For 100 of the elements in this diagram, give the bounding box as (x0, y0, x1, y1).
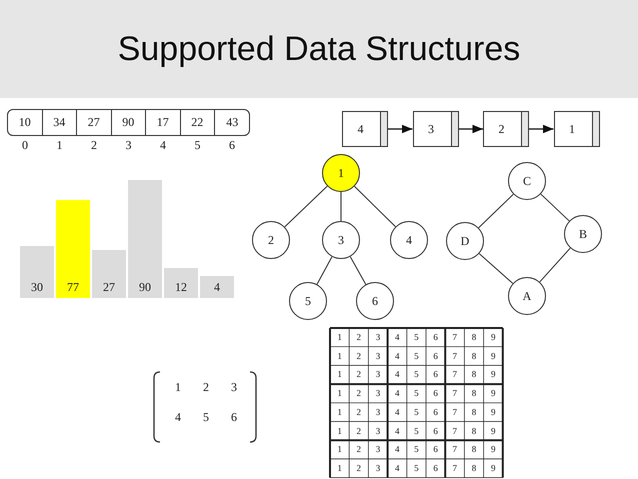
grid-number: 1 (336, 406, 343, 418)
grid-number: 2 (356, 406, 362, 418)
graph-node: D (446, 222, 484, 260)
bar: 4 (200, 276, 234, 298)
grid-number: 4 (394, 387, 400, 400)
linked-list-node: 1 (554, 111, 600, 147)
grid-number: 6 (432, 462, 439, 474)
grid-number: 3 (374, 331, 382, 343)
grid-number: 2 (356, 387, 362, 400)
connector-line (340, 192, 342, 222)
grid-number: 7 (452, 406, 458, 418)
grid-number: 9 (490, 387, 496, 400)
grid-number: 6 (432, 350, 439, 362)
array-cell: 90 (112, 110, 146, 135)
bar: 12 (164, 268, 198, 298)
graph-node: C (508, 162, 546, 200)
grid-number: 8 (470, 424, 478, 436)
grid-number: 1 (336, 368, 343, 380)
grid-number: 9 (490, 350, 496, 362)
grid-number: 3 (374, 387, 382, 400)
tree-node: 5 (289, 282, 327, 320)
grid-number: 7 (452, 368, 458, 380)
grid-number: 4 (394, 462, 400, 474)
grid-number: 6 (432, 443, 439, 456)
grid-number: 5 (413, 387, 420, 400)
grid-number: 2 (356, 462, 362, 474)
graph-node: A (508, 277, 546, 315)
arrow (529, 124, 554, 134)
grid-number: 6 (432, 368, 439, 380)
index-label: 2 (90, 138, 98, 153)
grid-number: 6 (432, 387, 439, 400)
grid-number: 5 (413, 443, 420, 456)
grid-number: 8 (470, 443, 478, 456)
connector-line (478, 194, 514, 228)
matrix-entry: 3 (230, 380, 238, 395)
array-cell: 27 (77, 110, 112, 135)
arrow (458, 124, 483, 134)
tree-node: 6 (356, 282, 394, 320)
matrix-entry: 1 (174, 380, 182, 395)
connector-line (478, 253, 514, 284)
grid-number: 4 (394, 350, 400, 362)
array-cell: 34 (42, 110, 77, 135)
grid-number: 2 (356, 350, 362, 362)
grid-number: 5 (413, 350, 420, 362)
grid-number: 9 (490, 424, 496, 436)
grid-number: 8 (470, 350, 478, 362)
index-label: 0 (21, 138, 29, 153)
index-label: 3 (124, 138, 132, 153)
grid-number: 9 (490, 331, 496, 343)
grid-number: 3 (374, 424, 382, 436)
connector-line (284, 186, 328, 228)
grid-number: 4 (394, 443, 400, 456)
grid-number: 5 (413, 368, 420, 380)
grid-number: 7 (452, 443, 458, 456)
tree-node: 1 (322, 154, 360, 192)
grid-number: 4 (394, 331, 400, 343)
grid-number: 7 (452, 462, 458, 474)
array-cell: 10 (8, 110, 42, 135)
grid-number: 2 (356, 368, 362, 380)
grid-number: 6 (432, 331, 439, 343)
grid-number: 7 (452, 424, 458, 436)
index-label: 6 (228, 138, 236, 153)
grid-number: 2 (356, 331, 362, 343)
array-cell: 22 (180, 110, 215, 135)
index-label: 1 (56, 138, 64, 153)
arrow (388, 124, 412, 134)
bar: 90 (128, 180, 162, 298)
connector-line (350, 256, 366, 285)
grid-number: 1 (336, 387, 343, 400)
grid-number: 9 (490, 368, 496, 380)
grid-number: 8 (470, 406, 478, 418)
tree-node: 2 (252, 221, 290, 259)
tree-node: 3 (322, 221, 360, 259)
grid-number: 3 (374, 350, 382, 362)
grid-number: 1 (336, 424, 343, 436)
matrix-entry: 6 (230, 410, 238, 425)
grid-number: 4 (394, 424, 400, 436)
grid-number: 1 (336, 350, 343, 362)
grid-number: 3 (374, 462, 382, 474)
grid-number: 3 (374, 443, 382, 456)
grid-number: 8 (470, 331, 478, 343)
index-label: 4 (159, 138, 167, 153)
linked-list-node: 3 (412, 111, 458, 147)
grid-number: 8 (470, 462, 478, 474)
grid-number: 1 (336, 331, 343, 343)
matrix-entry: 4 (174, 410, 182, 425)
grid-number: 5 (413, 406, 420, 418)
grid-number: 9 (490, 443, 496, 456)
linked-list-node: 4 (342, 111, 388, 147)
grid-number: 7 (452, 331, 458, 343)
matrix-entry: 2 (202, 380, 210, 395)
grid-number: 6 (432, 424, 439, 436)
linked-list-node: 2 (483, 111, 529, 147)
grid-number: 6 (432, 406, 439, 418)
array-cell: 43 (215, 110, 250, 135)
grid-number: 5 (413, 462, 420, 474)
bar: 77 (56, 200, 90, 298)
grid-number: 1 (336, 443, 343, 456)
index-label: 5 (194, 138, 202, 153)
grid-number: 9 (490, 406, 496, 418)
